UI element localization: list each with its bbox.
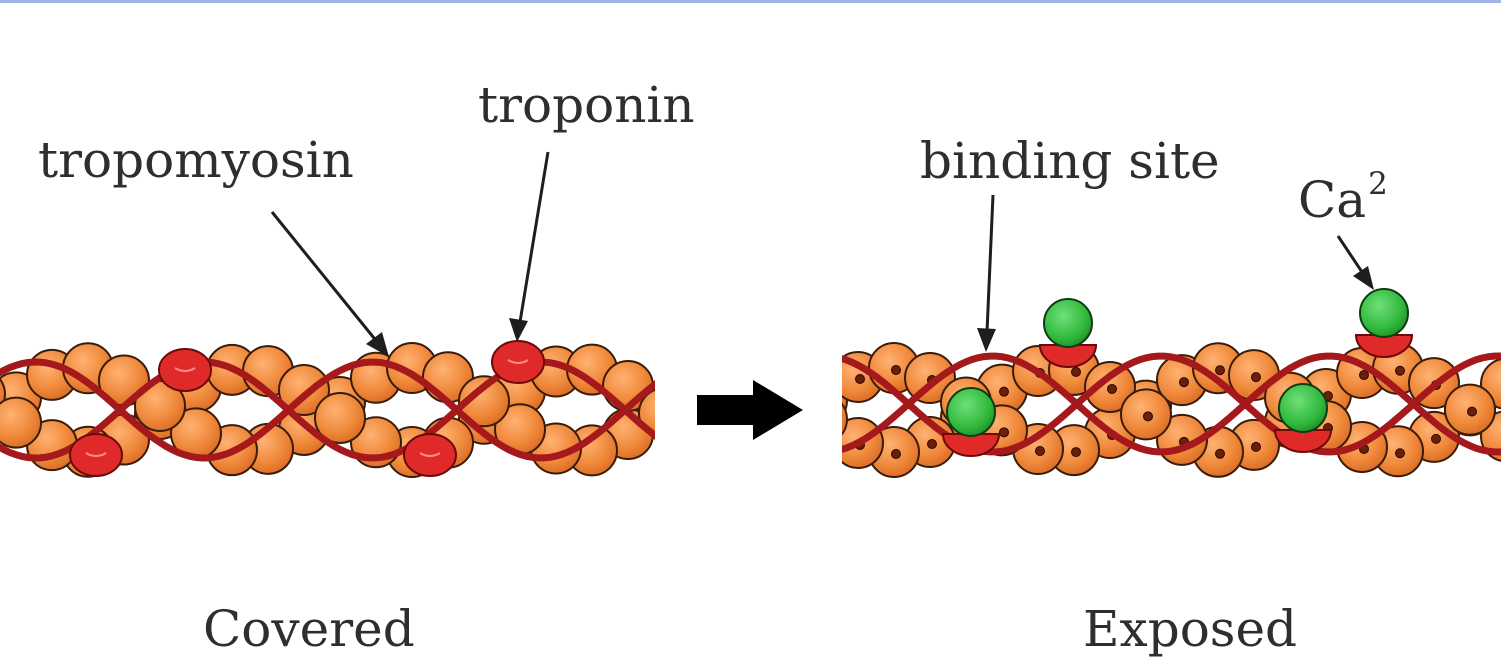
calcium-ion: [946, 387, 996, 437]
tropomyosin-pointer: [270, 211, 389, 357]
calcium-pointer: [1336, 235, 1374, 290]
binding-site-label: binding site: [920, 132, 1220, 190]
binding-site-dot: [1179, 377, 1189, 388]
binding-site-dot: [820, 398, 829, 407]
binding-site-dot: [1395, 448, 1405, 459]
binding-site-dot: [820, 417, 829, 426]
troponin-complex: [1354, 334, 1414, 358]
binding-site-pointer: [977, 194, 996, 352]
tropomyosin-strand: [0, 358, 655, 462]
covered-caption: Covered: [203, 600, 415, 658]
binding-site-dot: [1431, 433, 1441, 444]
calcium-label: Ca2: [1298, 168, 1388, 225]
troponin-highlight: [419, 452, 441, 457]
binding-site-dot: [1395, 365, 1405, 376]
calcium-ion: [1043, 298, 1093, 348]
binding-site-dot: [1143, 411, 1153, 422]
binding-site-dot: [1251, 441, 1261, 452]
troponin-complex: [941, 433, 1001, 457]
binding-site-dot: [927, 438, 937, 449]
actin-filament-exposed: [820, 288, 1501, 478]
arrow-right-icon: [697, 380, 803, 440]
troponin-highlight: [85, 452, 107, 457]
binding-site-dot: [855, 373, 865, 384]
tropomyosin-strand: [842, 352, 1501, 456]
actin-bead: [842, 384, 848, 418]
troponin-pointer: [509, 151, 550, 342]
binding-site-dot: [1467, 406, 1477, 417]
calcium-ion: [1278, 383, 1328, 433]
top-rule: [0, 0, 1501, 3]
binding-site-dot: [1215, 448, 1225, 459]
actin-bead: [314, 391, 366, 444]
binding-site-dot: [1359, 370, 1369, 381]
binding-site-dot: [1251, 372, 1261, 383]
troponin-highlight: [174, 367, 196, 372]
tropomyosin-strand: [0, 358, 655, 462]
troponin-highlight: [507, 359, 529, 364]
calcium-superscript: 2: [1368, 165, 1388, 202]
binding-site-dot: [999, 427, 1009, 438]
binding-site-dot: [891, 448, 901, 459]
actin-bead: [0, 396, 42, 449]
binding-site-dot: [1071, 447, 1081, 458]
actin-bead: [458, 375, 510, 428]
actin-bead: [842, 402, 848, 436]
binding-site-dot: [1071, 366, 1081, 377]
tropomyosin-label: tropomyosin: [38, 131, 354, 189]
troponin-complex: [1038, 344, 1098, 368]
binding-site-dot: [1107, 383, 1117, 394]
tropomyosin-strand: [842, 352, 1501, 456]
calcium-base: Ca: [1298, 171, 1367, 229]
troponin-label: troponin: [478, 76, 695, 134]
calcium-ion: [1359, 288, 1409, 338]
exposed-caption: Exposed: [1083, 600, 1298, 658]
binding-site-dot: [999, 386, 1009, 397]
troponin-complex: [1273, 429, 1333, 453]
binding-site-dot: [891, 365, 901, 376]
actin-filament-covered: [0, 340, 655, 478]
binding-site-dot: [1035, 445, 1045, 456]
binding-site-dot: [1215, 365, 1225, 376]
